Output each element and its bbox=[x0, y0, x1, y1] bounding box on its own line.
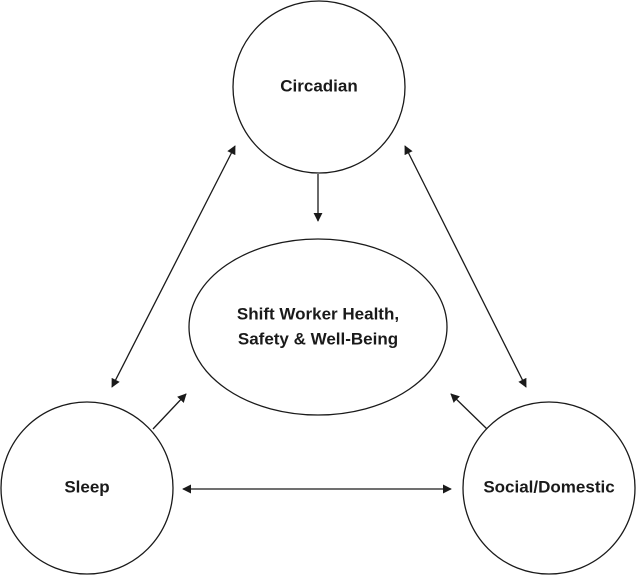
arrow-circadian-social bbox=[404, 145, 527, 388]
arrow-circadian-sleep bbox=[111, 145, 236, 388]
node-circadian: Circadian bbox=[232, 0, 406, 174]
sleep-circle bbox=[0, 401, 174, 575]
sleep-label: Sleep bbox=[64, 477, 109, 496]
arrow-sleep-to-center bbox=[152, 393, 187, 430]
node-sleep: Sleep bbox=[0, 401, 174, 575]
arrow-social-to-center bbox=[450, 393, 488, 430]
social-label: Social/Domestic bbox=[483, 477, 614, 496]
center-label-line1: Shift Worker Health, bbox=[237, 304, 399, 323]
node-social: Social/Domestic bbox=[462, 401, 636, 575]
social-circle bbox=[462, 401, 636, 575]
node-center: Shift Worker Health, Safety & Well-Being bbox=[188, 238, 448, 416]
circadian-circle bbox=[232, 0, 406, 174]
circadian-label: Circadian bbox=[280, 76, 357, 95]
center-label-line2: Safety & Well-Being bbox=[238, 329, 398, 348]
center-ellipse bbox=[188, 238, 448, 416]
